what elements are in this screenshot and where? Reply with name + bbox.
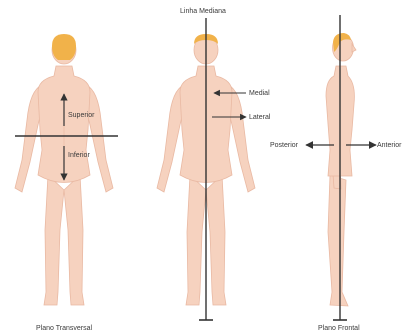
label-anterior: Anterior [377, 142, 402, 149]
label-superior: Superior [68, 112, 95, 119]
label-posterior: Posterior [270, 142, 299, 149]
label-median-line: Linha Mediana [180, 8, 226, 15]
figure-side-view [326, 33, 356, 306]
label-frontal-plane: Plano Frontal [318, 325, 360, 332]
label-inferior: Inferior [68, 152, 90, 159]
hair-back [52, 34, 76, 60]
label-medial: Medial [249, 90, 270, 97]
label-transverse-plane: Plano Transversal [36, 325, 92, 332]
label-lateral: Lateral [249, 114, 271, 121]
